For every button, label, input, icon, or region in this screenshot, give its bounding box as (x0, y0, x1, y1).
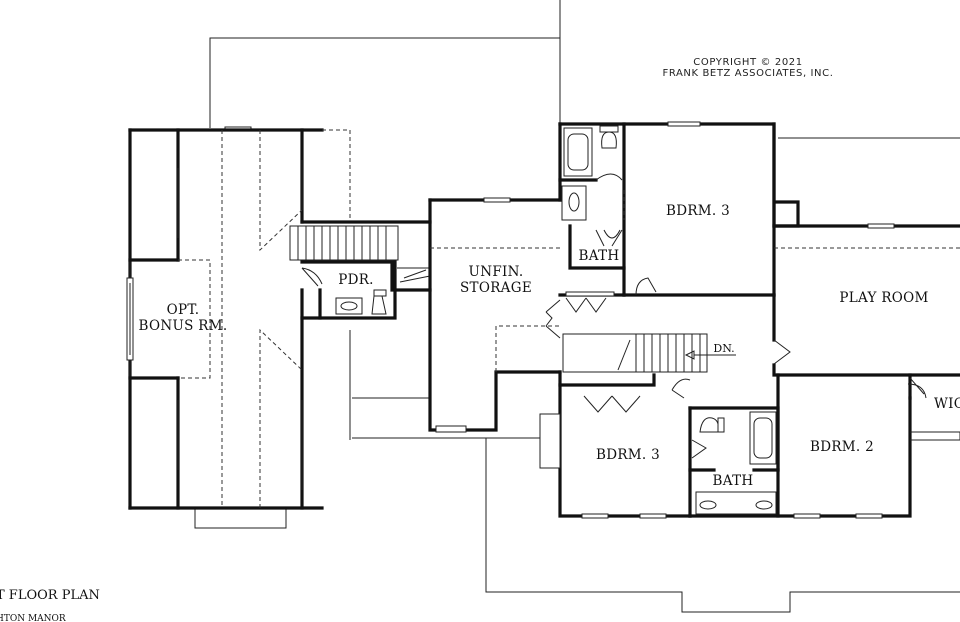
roof-outline (194, 0, 960, 613)
bonus-room-label-line1: OPT. (167, 302, 200, 318)
bonus-room-label-line2: BONUS RM. (139, 318, 228, 334)
storage-label-line2: STORAGE (460, 280, 532, 296)
plan-title: T FLOOR PLAN (0, 588, 100, 603)
wic-label: WIC (934, 396, 960, 412)
bonus-room (126, 128, 351, 510)
powder-room-label: PDR. (338, 272, 374, 288)
hall-stair (562, 293, 960, 377)
lower-bath (688, 406, 780, 518)
bedroom-3-upper (622, 121, 960, 297)
copyright-line1: COPYRIGHT © 2021 (693, 57, 802, 68)
storage-label-line1: UNFIN. (469, 264, 524, 280)
lower-bath-label: BATH (713, 473, 754, 489)
bedroom-2 (776, 373, 960, 519)
main-stair-treads (635, 334, 701, 372)
upper-bath (558, 122, 626, 313)
bedroom-3-lower (539, 370, 692, 519)
bedroom-3-upper-label: BDRM. 3 (666, 203, 730, 219)
bedroom-3-lower-label: BDRM. 3 (596, 447, 660, 463)
play-room-label: PLAY ROOM (839, 290, 928, 306)
copyright-note: COPYRIGHT © 2021 FRANK BETZ ASSOCIATES, … (663, 57, 834, 79)
upper-bath-label: BATH (579, 248, 620, 264)
powder-room (300, 260, 431, 320)
bedroom-2-label: BDRM. 2 (810, 439, 874, 455)
plan-subtitle: HTON MANOR (0, 614, 66, 622)
stair-down-label: DN. (713, 342, 734, 355)
unfinished-storage (428, 197, 562, 433)
copyright-line2: FRANK BETZ ASSOCIATES, INC. (663, 68, 834, 79)
bonus-stair (289, 220, 432, 292)
